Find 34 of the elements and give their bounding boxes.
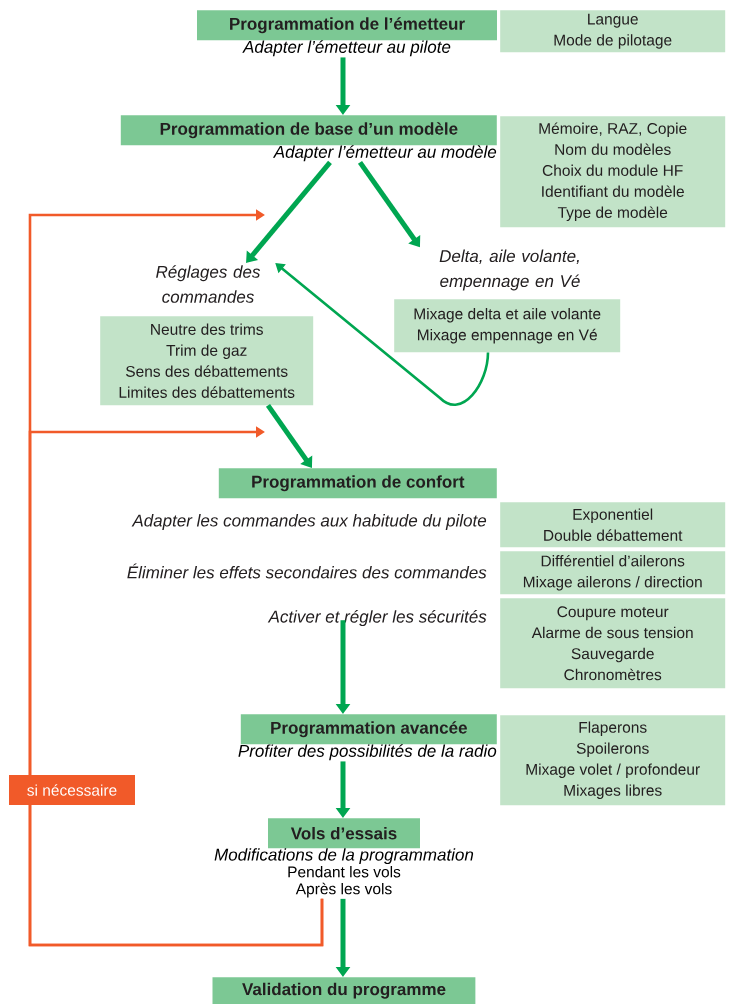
list-box: Mixage delta et aile volante Mixage empennage en Vé [394, 299, 621, 353]
subtitle-text: Pendant les vols [288, 866, 401, 878]
process-box: Programmation avancée [240, 714, 497, 745]
list-box: Différentiel d’ailerons Mixage ailerons / direction [500, 551, 726, 595]
process-box: Programmation de base d’un modèle [120, 115, 497, 146]
process-box: Vols d’essais [268, 818, 420, 849]
arrow [246, 160, 332, 263]
step-label: Réglages des commandes [156, 265, 261, 303]
list-box: Exponentiel Double débattement [500, 502, 726, 548]
list-box: Coupure moteur Alarme de sous tension Sauvegarde Chronomètres [500, 598, 726, 689]
process-box: Validation du programme [212, 977, 476, 1004]
node-label: Coupure moteur [557, 606, 669, 621]
subtitle-text: Après les vols [295, 882, 392, 898]
list-box: Flaperons Spoilerons Mixage volet / profondeur Mixages libres [500, 715, 726, 806]
node-label: Sauvegarde [571, 647, 654, 663]
description-text: Éliminer les effets secondaires des commandes [127, 563, 487, 579]
description-text: Activer et régler les sécurités [267, 610, 487, 627]
process-box: Programmation de l’émetteur [197, 10, 497, 41]
node-label: Alarme de sous tension [531, 626, 693, 639]
subtitle-text: Adapter l’émetteur au modèle [272, 145, 497, 162]
subtitle-text: Profiter des possibilités de la radio [238, 744, 497, 761]
list-box: Langue Mode de pilotage [500, 10, 726, 53]
list-box: Mémoire, RAZ, Copie Nom du modèles Choix du module HF Identifiant du modèle Type de modèle [500, 116, 726, 228]
arrow [28, 426, 324, 947]
step-label: Delta, aile volante, empennage en Vé [439, 249, 580, 291]
node-label: Chronomètres [564, 668, 662, 681]
arrow [275, 263, 490, 406]
description-text: Adapter les commandes aux habitude du pilote [131, 514, 487, 530]
process-box: Programmation de confort [218, 468, 497, 499]
edge-label: si nécessaire [9, 775, 135, 805]
arrow [265, 403, 313, 468]
subtitle-text: Modifications de la programmation [214, 848, 474, 865]
subtitle-text: Adapter l’émetteur au pilote [242, 40, 451, 57]
list-box: Neutre des trims Trim de gaz Sens des débattements Limites des débattements [100, 316, 314, 406]
